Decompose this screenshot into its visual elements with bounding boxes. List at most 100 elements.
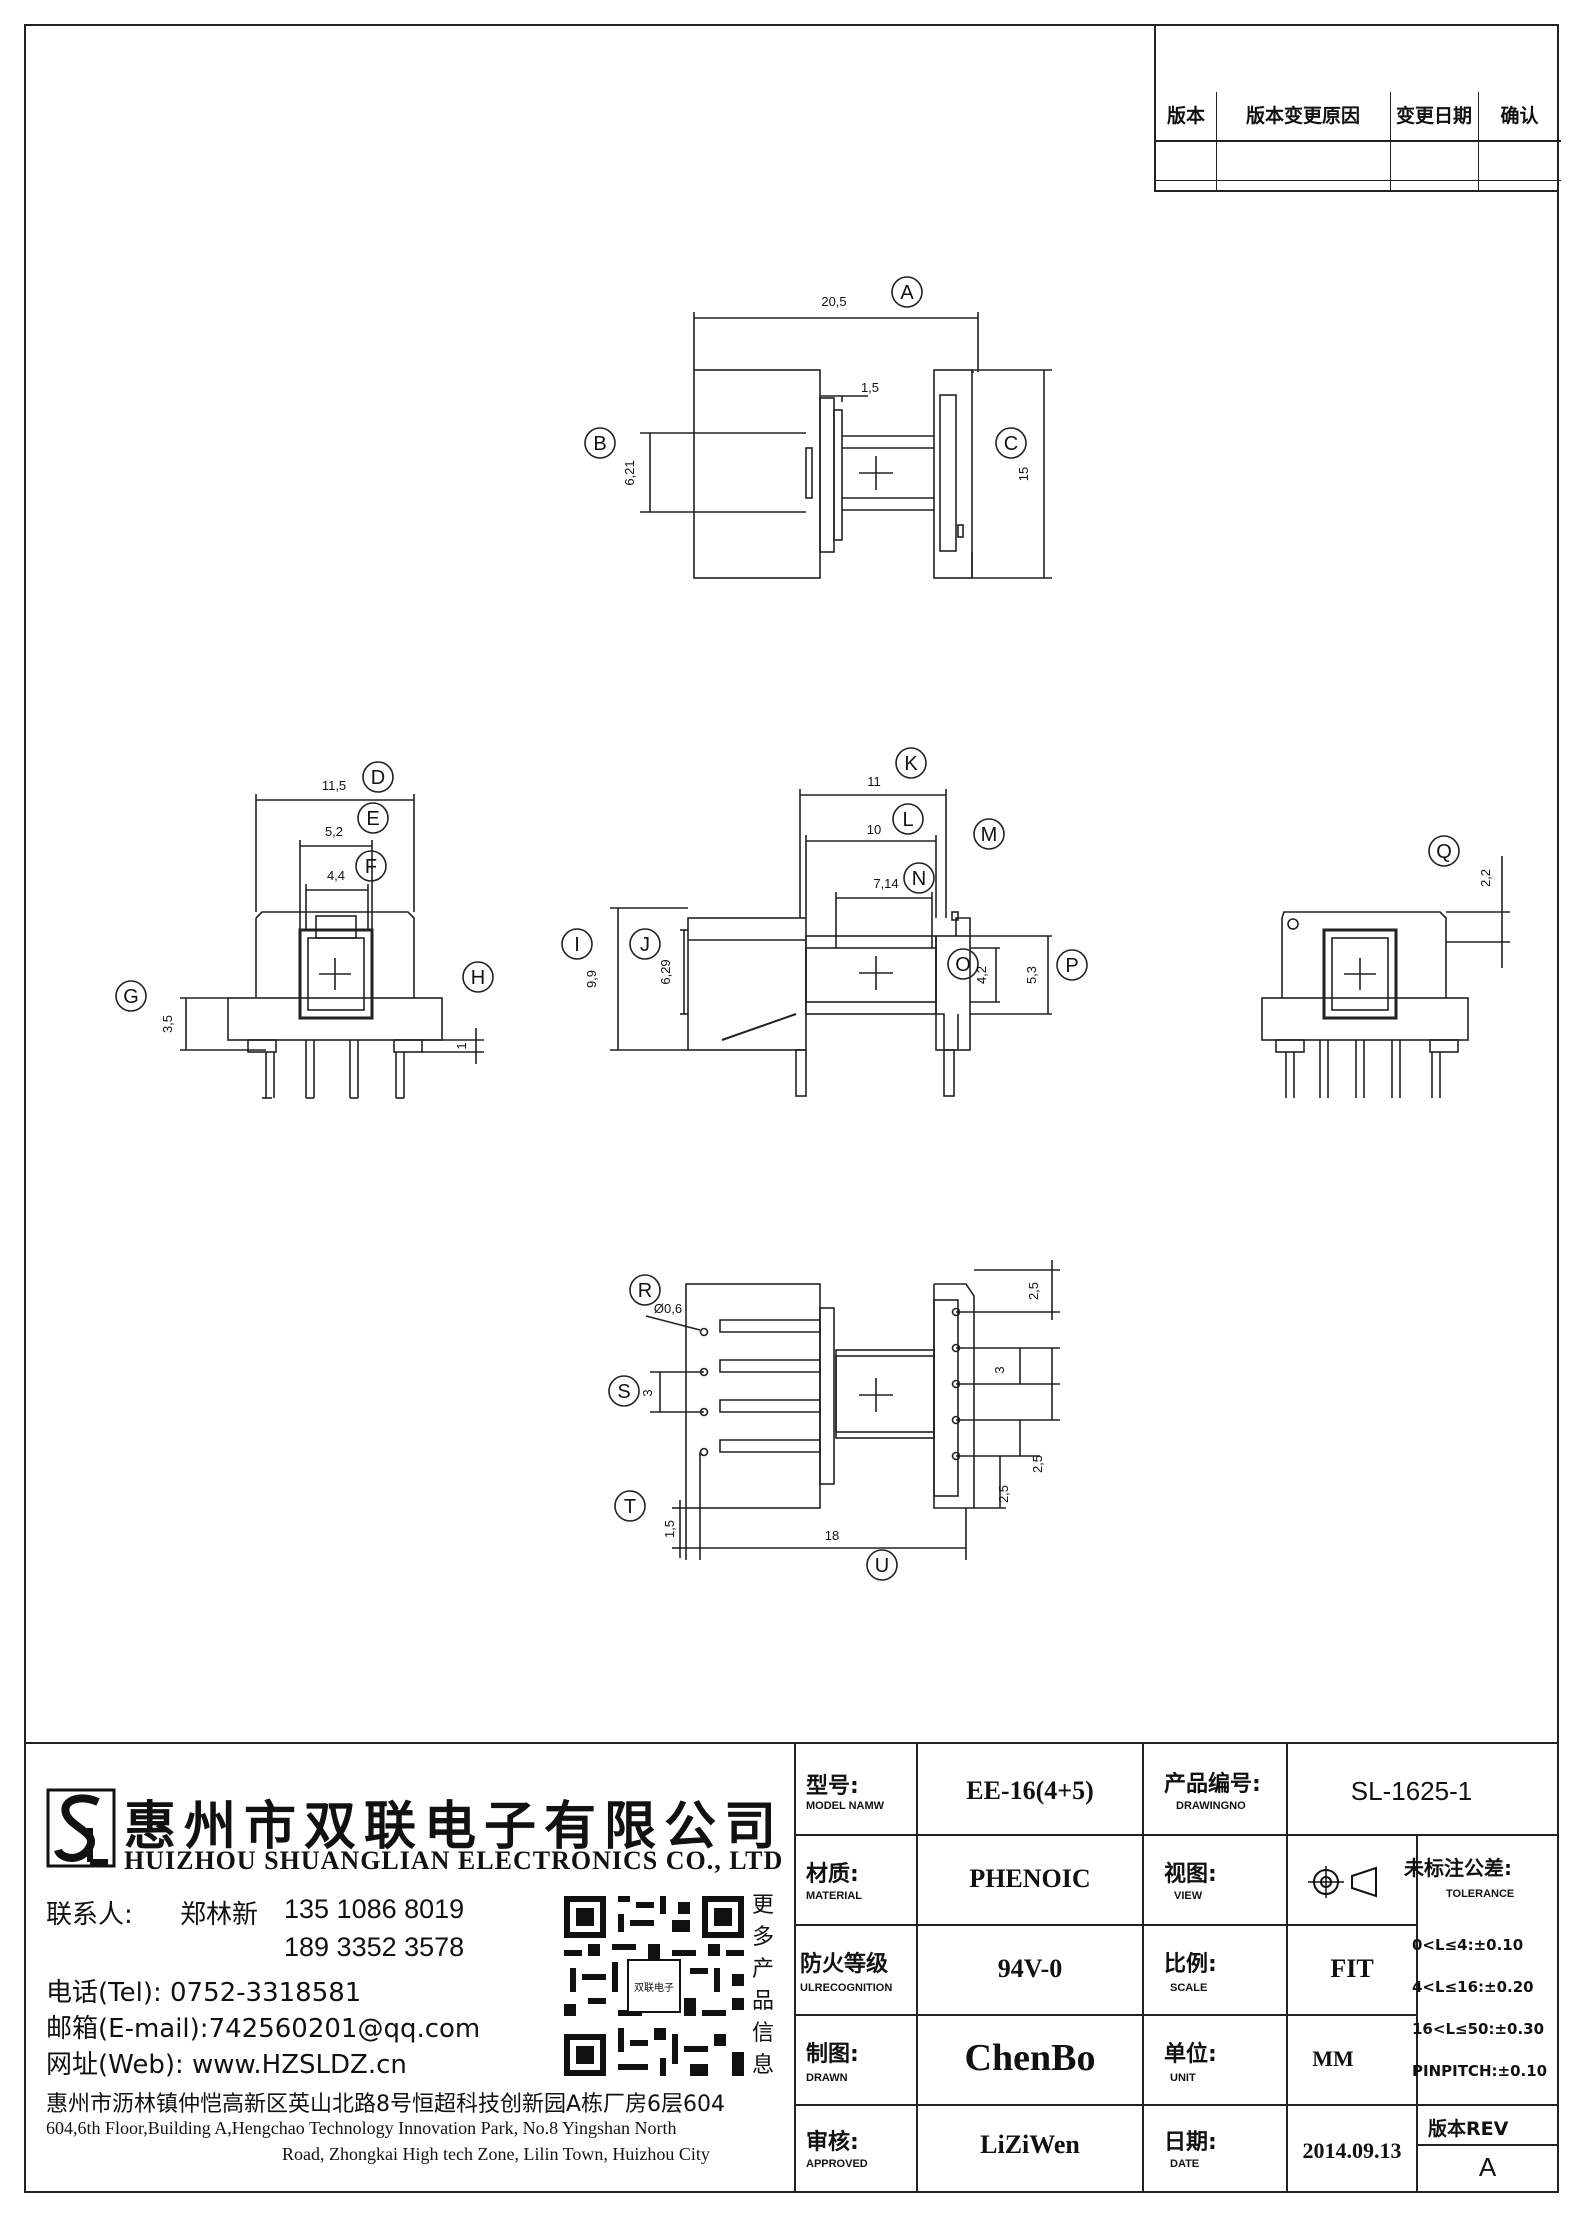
rev-header-version: 版本 xyxy=(1166,105,1205,127)
title-block xyxy=(24,1742,1559,2193)
qr-code[interactable]: 双联电子 xyxy=(564,1896,744,2076)
dim-slot: 1,5 xyxy=(861,380,879,395)
approved-label-en: APPROVED xyxy=(806,2158,868,2170)
tolerance-label-cn: 未标注公差: xyxy=(1404,1856,1512,1880)
company-logo xyxy=(46,1788,116,1868)
date-label-en: DATE xyxy=(1170,2158,1200,2170)
dim-o: 4,2 xyxy=(974,966,989,984)
dim-right-b: 2,5 xyxy=(996,1485,1011,1503)
callout-t: T xyxy=(624,1496,636,1518)
back-view xyxy=(1261,856,1510,1098)
dim-p: 5,3 xyxy=(1024,966,1039,984)
callout-circles xyxy=(115,276,1460,1581)
tolerance-line-4: PINPITCH:±0.10 xyxy=(1412,2062,1548,2080)
qr-caption-char: 信 xyxy=(752,2021,775,2046)
callout-q: Q xyxy=(1436,841,1452,863)
dim-r: Ø0,6 xyxy=(654,1301,682,1316)
drawn-label-en: DRAWN xyxy=(806,2072,848,2084)
dim-f: 4,4 xyxy=(327,868,345,883)
dim-u: 18 xyxy=(825,1528,839,1543)
dim-g: 3,5 xyxy=(160,1015,175,1033)
drawn-value: ChenBo xyxy=(964,2037,1096,2079)
dim-t: 1,5 xyxy=(662,1520,677,1538)
date-label-cn: 日期: xyxy=(1164,2130,1217,2155)
callout-a: A xyxy=(900,282,914,304)
dim-d: 11,5 xyxy=(322,778,346,793)
revision-table: 版本 版本变更原因 变更日期 确认 xyxy=(1154,24,1561,192)
address-en-line1: 604,6th Floor,Building A,Hengchao Techno… xyxy=(46,2118,677,2138)
drawing-sheet-border xyxy=(24,24,1559,2193)
model-label-en: MODEL NAMW xyxy=(806,1800,885,1812)
drawing-no-label-cn: 产品编号: xyxy=(1164,1772,1261,1797)
scale-label-cn: 比例: xyxy=(1164,1952,1217,1977)
drawn-label-cn: 制图: xyxy=(806,2042,859,2067)
model-value: EE-16(4+5) xyxy=(966,1776,1094,1805)
qr-caption-char: 多 xyxy=(752,1925,775,1950)
qr-caption-char: 息 xyxy=(752,2053,775,2078)
drawing-no-label-en: DRAWINGNO xyxy=(1176,1800,1246,1812)
callout-g: G xyxy=(123,986,139,1008)
view-label-en: VIEW xyxy=(1174,1890,1203,1902)
dim-h: 1 xyxy=(454,1042,469,1049)
callout-j: J xyxy=(640,934,650,956)
qr-caption-char: 品 xyxy=(752,1989,775,2014)
dim-right-mid: 3 xyxy=(992,1366,1007,1373)
material-value: PHENOIC xyxy=(969,1864,1091,1893)
contact-email[interactable]: 邮箱(E-mail):742560201@qq.com xyxy=(46,2014,481,2044)
view-label-cn: 视图: xyxy=(1164,1862,1217,1887)
rev-header-confirm: 确认 xyxy=(1500,105,1539,127)
dim-k: 11 xyxy=(867,774,881,789)
dim-right-top: 2,5 xyxy=(1026,1282,1041,1300)
revision-value: A xyxy=(1478,2152,1497,2182)
callout-b: B xyxy=(593,433,606,455)
date-value: 2014.09.13 xyxy=(1302,2138,1402,2163)
dim-a: 20,5 xyxy=(821,294,846,309)
unit-value: MM xyxy=(1312,2046,1354,2071)
tolerance-line-3: 16<L≤50:±0.30 xyxy=(1412,2020,1545,2038)
callout-r: R xyxy=(638,1280,652,1302)
side-view xyxy=(610,789,1052,1097)
contact-phone-1: 135 1086 8019 xyxy=(284,1894,465,1924)
bobbin-drawing: A B C D E F G H I J K L M N O P Q R S T … xyxy=(115,276,1510,1581)
unit-label-cn: 单位: xyxy=(1164,2042,1217,2067)
callout-h: H xyxy=(471,967,485,989)
callout-o: O xyxy=(955,954,971,976)
dim-l: 10 xyxy=(867,822,881,837)
material-label-en: MATERIAL xyxy=(806,1890,863,1902)
front-view xyxy=(180,794,484,1099)
callout-i: I xyxy=(574,934,580,956)
scale-label-en: SCALE xyxy=(1170,1982,1208,1994)
dim-n: 7,14 xyxy=(873,876,898,891)
contact-tel: 电话(Tel): 0752-3318581 xyxy=(46,1978,362,2008)
address-en-line2: Road, Zhongkai High tech Zone, Lilin Tow… xyxy=(282,2144,710,2164)
callout-d: D xyxy=(371,767,385,789)
top-view xyxy=(640,312,1052,579)
callout-k: K xyxy=(904,753,918,775)
qr-caption-char: 更 xyxy=(752,1893,775,1918)
dim-q: 2,2 xyxy=(1478,869,1493,887)
address-cn: 惠州市沥林镇仲恺高新区英山北路8号恒超科技创新园A栋厂房6层604 xyxy=(46,2092,726,2117)
tolerance-line-1: 0<L≤4:±0.10 xyxy=(1412,1936,1524,1954)
material-label-cn: 材质: xyxy=(806,1862,859,1887)
contact-name: 郑林新 xyxy=(180,1900,259,1930)
approved-value: LiZiWen xyxy=(980,2130,1080,2159)
revision-label: 版本REV xyxy=(1428,2118,1509,2140)
callout-u: U xyxy=(875,1555,889,1577)
callout-s: S xyxy=(617,1381,630,1403)
dim-e: 5,2 xyxy=(325,824,343,839)
tolerance-line-2: 4<L≤16:±0.20 xyxy=(1412,1978,1534,1996)
tolerance-label-en: TOLERANCE xyxy=(1446,1888,1515,1900)
projection-symbol-icon xyxy=(1308,1866,1377,1898)
dim-c: 15 xyxy=(1016,467,1031,481)
callout-e: E xyxy=(366,808,379,830)
contact-website[interactable]: 网址(Web): www.HZSLDZ.cn xyxy=(46,2050,407,2080)
drawing-no-value: SL-1625-1 xyxy=(1350,1776,1473,1806)
ul-value: 94V-0 xyxy=(997,1954,1063,1983)
qr-caption: 更 多 产 品 信 息 xyxy=(752,1890,778,2082)
dim-b: 6,21 xyxy=(622,460,637,485)
approved-label-cn: 审核: xyxy=(806,2130,859,2155)
rev-header-reason: 版本变更原因 xyxy=(1245,105,1360,127)
qr-center-label: 双联电子 xyxy=(634,1981,674,1994)
callout-l: L xyxy=(902,809,913,831)
callout-c: C xyxy=(1004,433,1018,455)
